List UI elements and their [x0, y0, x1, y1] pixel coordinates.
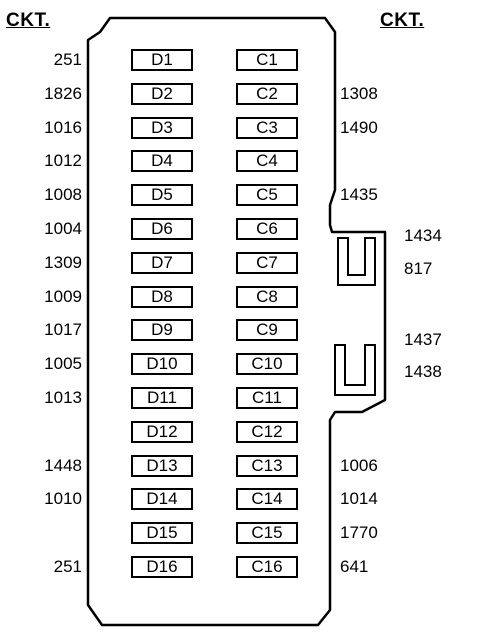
circuit-label-left: 251 [53, 557, 82, 576]
circuit-label-right: 1770 [340, 523, 378, 542]
pin-c1: C1 [236, 49, 298, 71]
circuit-label-right: 1490 [340, 118, 378, 137]
circuit-label-notch: 817 [404, 259, 433, 278]
pin-c16: C16 [236, 556, 298, 578]
pin-c12: C12 [236, 421, 298, 443]
circuit-label-left: 1010 [44, 489, 82, 508]
pin-d10: D10 [131, 353, 193, 375]
pin-d2: D2 [131, 83, 193, 105]
circuit-label-notch: 1438 [404, 362, 442, 381]
pin-d4: D4 [131, 150, 193, 172]
circuit-label-left: 251 [53, 50, 82, 69]
pin-c13: C13 [236, 455, 298, 477]
ckt-header-left: CKT. [6, 10, 51, 31]
circuit-label-left: 1309 [44, 253, 82, 272]
circuit-label-notch: 1434 [404, 226, 442, 245]
circuit-label-left: 1826 [44, 84, 82, 103]
circuit-label-notch: 1437 [404, 330, 442, 349]
circuit-label-right: 1014 [340, 489, 378, 508]
pin-c8: C8 [236, 286, 298, 308]
circuit-label-right: 641 [340, 557, 369, 576]
pin-c15: C15 [236, 522, 298, 544]
circuit-label-left: 1448 [44, 456, 82, 475]
pin-d5: D5 [131, 184, 193, 206]
pin-d1: D1 [131, 49, 193, 71]
pin-d7: D7 [131, 252, 193, 274]
circuit-label-left: 1008 [44, 185, 82, 204]
circuit-label-left: 1009 [44, 287, 82, 306]
pin-c10: C10 [236, 353, 298, 375]
pin-d8: D8 [131, 286, 193, 308]
ckt-header-right: CKT. [380, 10, 425, 31]
pin-c2: C2 [236, 83, 298, 105]
pin-d15: D15 [131, 522, 193, 544]
pin-c3: C3 [236, 117, 298, 139]
pin-d3: D3 [131, 117, 193, 139]
pin-d11: D11 [131, 387, 193, 409]
circuit-label-left: 1012 [44, 151, 82, 170]
pin-c6: C6 [236, 218, 298, 240]
pin-c4: C4 [236, 150, 298, 172]
pin-d14: D14 [131, 488, 193, 510]
circuit-label-left: 1017 [44, 320, 82, 339]
pin-c14: C14 [236, 488, 298, 510]
circuit-label-right: 1435 [340, 185, 378, 204]
pin-c7: C7 [236, 252, 298, 274]
circuit-label-right: 1006 [340, 456, 378, 475]
pin-d9: D9 [131, 319, 193, 341]
pin-c9: C9 [236, 319, 298, 341]
circuit-label-left: 1016 [44, 118, 82, 137]
pin-d12: D12 [131, 421, 193, 443]
pin-c5: C5 [236, 184, 298, 206]
pin-c11: C11 [236, 387, 298, 409]
pin-d6: D6 [131, 218, 193, 240]
circuit-label-left: 1004 [44, 219, 82, 238]
circuit-label-left: 1013 [44, 388, 82, 407]
circuit-label-right: 1308 [340, 84, 378, 103]
circuit-label-left: 1005 [44, 354, 82, 373]
pin-d16: D16 [131, 556, 193, 578]
pin-d13: D13 [131, 455, 193, 477]
